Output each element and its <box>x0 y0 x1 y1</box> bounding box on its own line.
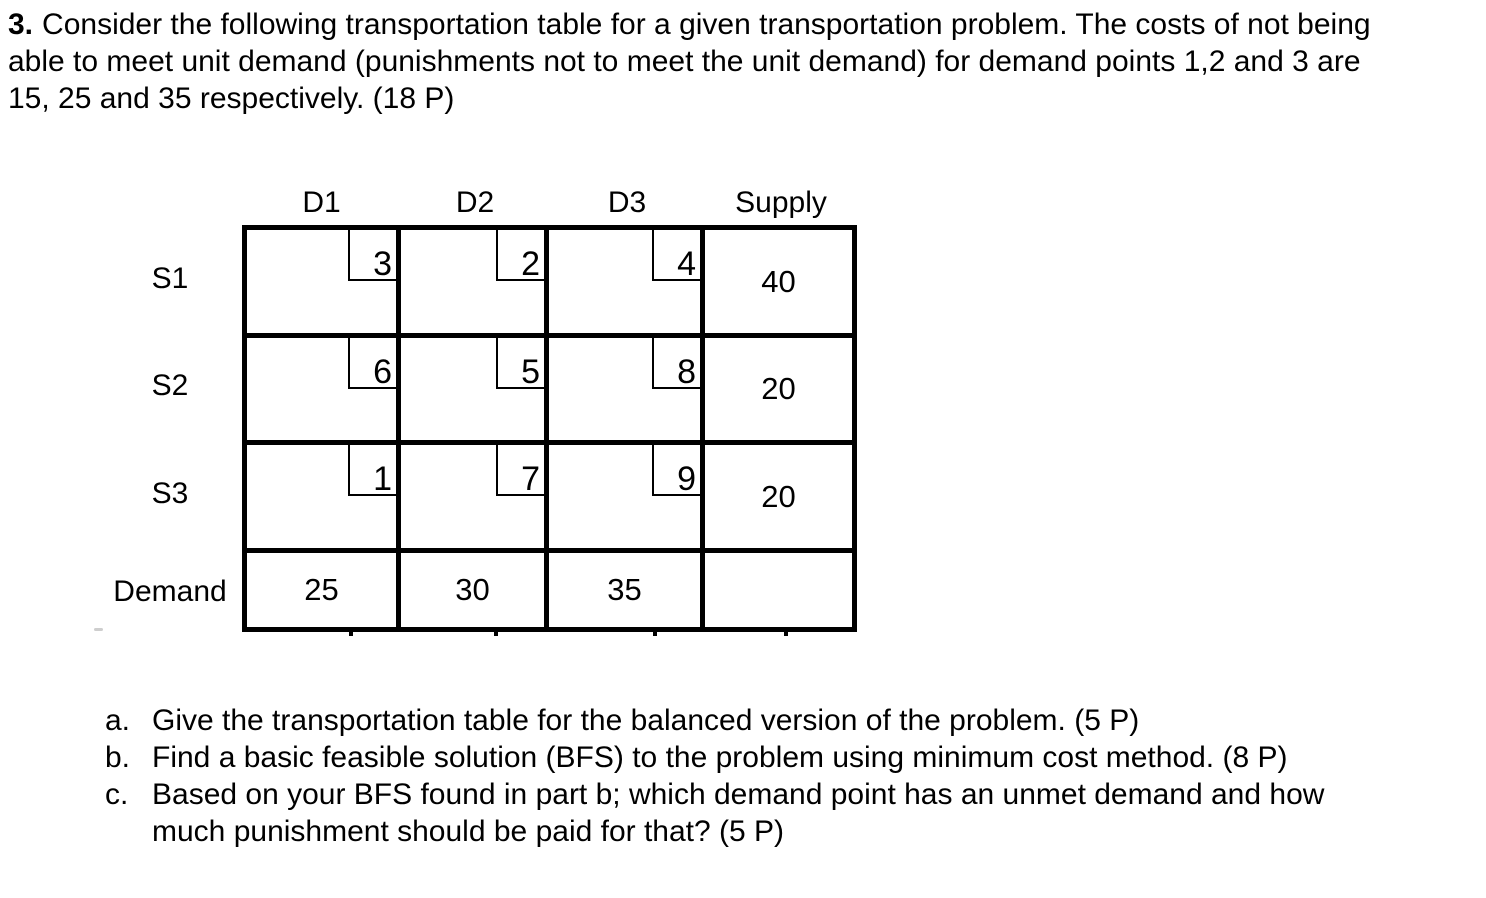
demand-cell-d1: 25 <box>247 553 396 627</box>
demand-value: 25 <box>304 572 339 607</box>
cost-box: 4 <box>652 230 700 281</box>
questions-list: a. Give the transportation table for the… <box>105 702 1402 850</box>
cost-box: 6 <box>348 338 396 389</box>
supply-cell-s3: 20 <box>705 445 852 548</box>
table-crop-remnant <box>494 632 498 636</box>
cost-cell-s1-d2: 2 <box>401 230 544 333</box>
demand-cell-d3: 35 <box>549 553 700 627</box>
cost-cell-s3-d2: 7 <box>401 445 544 548</box>
table-crop-remnant <box>653 632 657 636</box>
cost-value: 9 <box>677 460 696 498</box>
question-text: Give the transportation table for the ba… <box>152 704 1140 737</box>
supply-value: 20 <box>761 478 796 514</box>
question-label: b. <box>105 741 131 774</box>
question-item-c: c. Based on your BFS found in part b; wh… <box>105 776 1402 850</box>
question-label: c. <box>105 778 129 811</box>
cost-value: 3 <box>373 245 392 283</box>
problem-line-2: able to meet unit demand (punishments no… <box>8 45 1361 78</box>
cost-value: 7 <box>521 460 540 498</box>
supply-value: 20 <box>761 371 796 406</box>
column-header-d3: D3 <box>607 186 647 219</box>
table-crop-remnant <box>784 632 788 636</box>
cost-cell-s3-d3: 9 <box>549 445 700 548</box>
question-text: Find a basic feasible solution (BFS) to … <box>152 741 1288 774</box>
cost-box: 7 <box>496 445 544 496</box>
cost-cell-s2-d2: 5 <box>401 338 544 440</box>
question-item-a: a. Give the transportation table for the… <box>105 702 1402 739</box>
cost-value: 4 <box>677 245 696 283</box>
row-label-demand: Demand <box>113 575 227 608</box>
transportation-table: 3 2 4 40 6 5 8 20 1 7 9 20 25 30 35 <box>242 225 857 632</box>
cost-value: 8 <box>677 353 696 391</box>
supply-value: 40 <box>761 263 796 299</box>
problem-number: 3. <box>8 8 34 41</box>
row-label-s2: S2 <box>151 369 189 402</box>
question-item-b: b. Find a basic feasible solution (BFS) … <box>105 739 1402 776</box>
cost-value: 2 <box>521 245 540 283</box>
demand-cell-d2: 30 <box>401 553 544 627</box>
row-label-s1: S1 <box>151 262 189 295</box>
problem-statement: 3.Consider the following transportation … <box>8 6 1371 117</box>
smudge-artifact <box>94 628 103 631</box>
cost-cell-s2-d1: 6 <box>247 338 396 440</box>
cost-value: 1 <box>373 460 392 498</box>
supply-cell-s2: 20 <box>705 338 852 440</box>
cost-value: 5 <box>521 353 540 391</box>
column-header-d2: D2 <box>455 186 495 219</box>
cost-cell-s3-d1: 1 <box>247 445 396 548</box>
table-column-headers: D1 D2 D3 Supply <box>242 186 857 220</box>
cost-cell-s1-d1: 3 <box>247 230 396 333</box>
cost-box: 5 <box>496 338 544 389</box>
question-text: Based on your BFS found in part b; which… <box>152 778 1325 848</box>
row-label-s3: S3 <box>151 477 189 510</box>
question-label: a. <box>105 704 131 737</box>
cost-cell-s2-d3: 8 <box>549 338 700 440</box>
cost-box: 1 <box>348 445 396 496</box>
cost-value: 6 <box>373 353 392 391</box>
cost-cell-s1-d3: 4 <box>549 230 700 333</box>
demand-value: 35 <box>607 572 642 607</box>
cost-box: 8 <box>652 338 700 389</box>
supply-cell-s1: 40 <box>705 230 852 333</box>
problem-line-3: 15, 25 and 35 respectively. (18 P) <box>8 82 455 115</box>
demand-supply-empty-cell <box>705 553 852 627</box>
column-header-d1: D1 <box>302 186 341 219</box>
problem-line-1-text: Consider the following transportation ta… <box>42 8 1371 41</box>
column-header-supply: Supply <box>735 186 827 219</box>
table-crop-remnant <box>349 632 353 636</box>
cost-box: 3 <box>348 230 396 281</box>
cost-box: 2 <box>496 230 544 281</box>
demand-value: 30 <box>455 572 490 607</box>
cost-box: 9 <box>652 445 700 496</box>
problem-line-1: 3.Consider the following transportation … <box>8 6 1371 43</box>
